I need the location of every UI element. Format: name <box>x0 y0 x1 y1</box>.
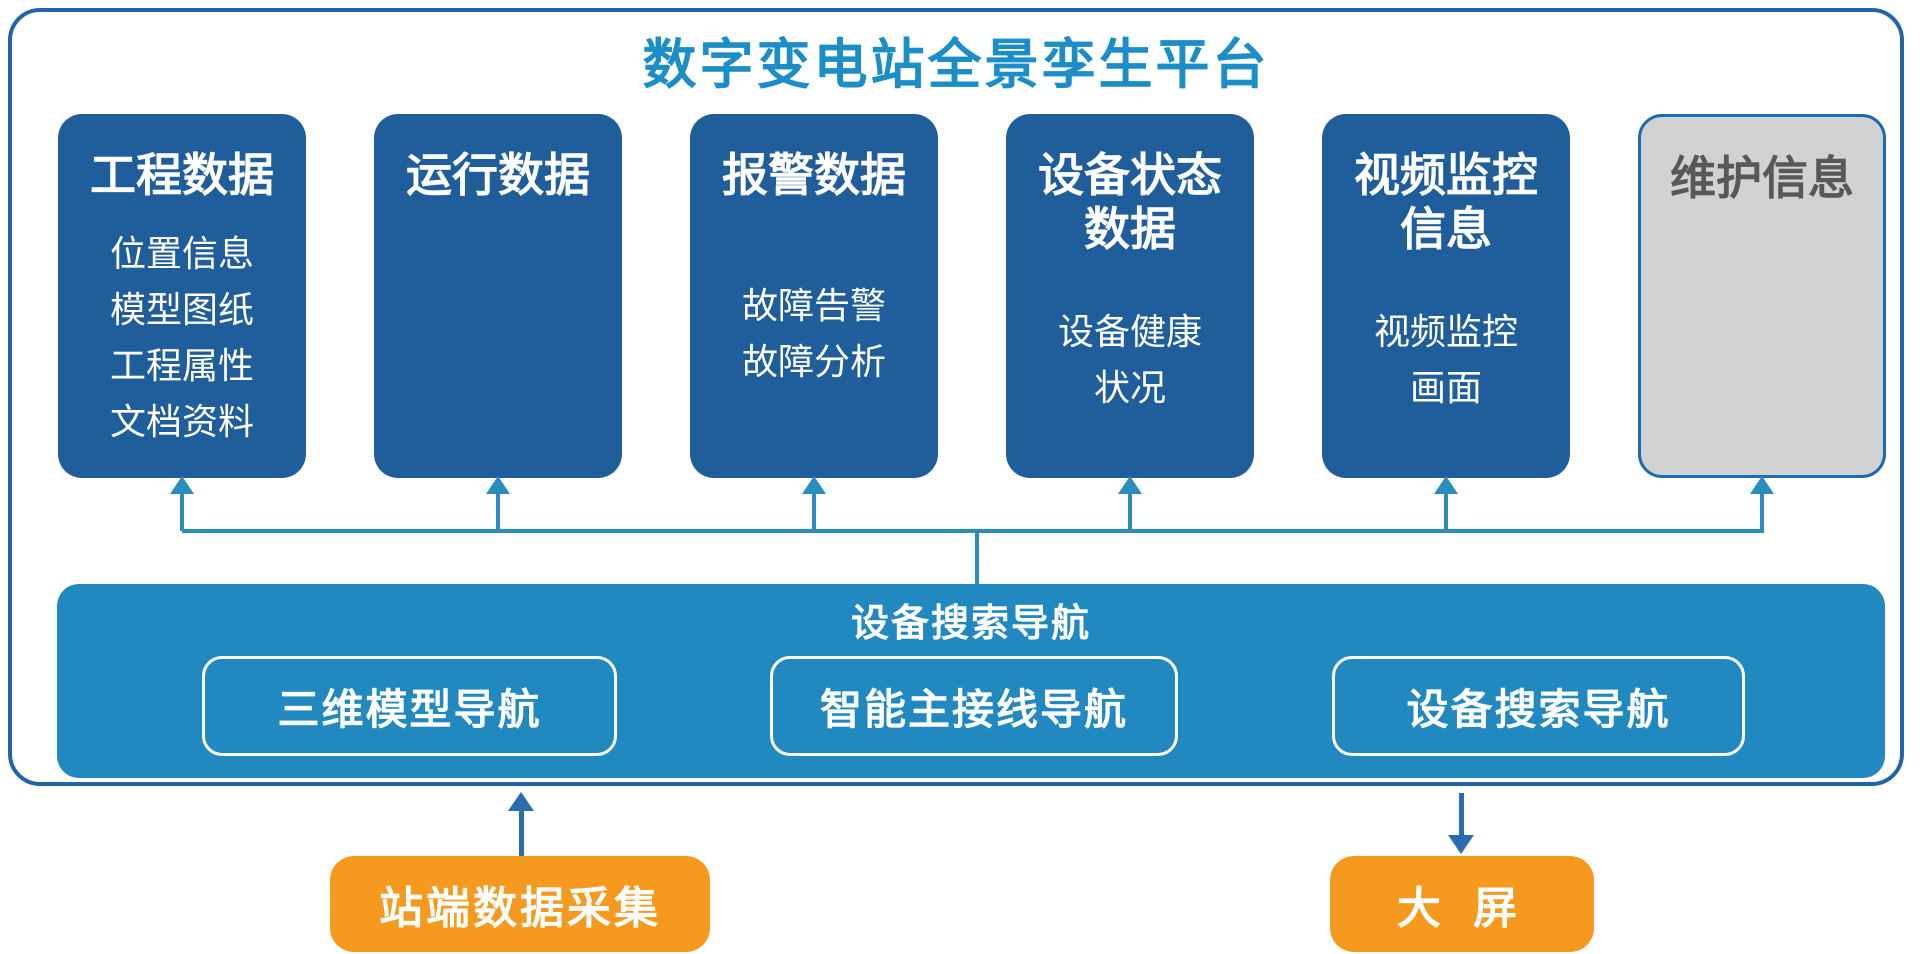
big-screen-node: 大 屏 <box>1330 856 1594 952</box>
platform-title: 数字变电站全景孪生平台 <box>642 35 1270 95</box>
card-items: 位置信息 模型图纸 工程属性 文档资料 <box>58 226 306 450</box>
card-alarm-data: 报警数据 故障告警 故障分析 <box>690 114 938 478</box>
card-item: 设备健康 <box>1057 311 1202 352</box>
arrow-up-icon <box>486 476 510 494</box>
card-title: 维护信息 <box>1670 152 1854 204</box>
connector-stem <box>1760 492 1764 531</box>
card-item: 模型图纸 <box>109 289 254 330</box>
source-arrow-stem <box>519 806 524 856</box>
arrow-up-icon <box>802 476 826 494</box>
card-item: 位置信息 <box>109 233 254 274</box>
nav-button-3d-model[interactable]: 三维模型导航 <box>202 656 617 756</box>
nav-button-smart-main-wiring[interactable]: 智能主接线导航 <box>770 656 1178 756</box>
connector-stem <box>812 492 816 531</box>
arrow-up-icon <box>1118 476 1142 494</box>
arrow-up-icon <box>1750 476 1774 494</box>
station-data-collection-node: 站端数据采集 <box>330 856 710 952</box>
card-item: 工程属性 <box>109 345 254 386</box>
card-title-line: 数据 <box>1084 203 1176 255</box>
device-search-nav-bar: 设备搜索导航 三维模型导航 智能主接线导航 设备搜索导航 <box>57 584 1885 778</box>
card-title: 设备状态 数据 <box>1006 148 1254 256</box>
card-items: 故障告警 故障分析 <box>690 278 938 390</box>
card-title: 报警数据 <box>722 149 906 201</box>
bus-center-stem <box>975 529 979 585</box>
card-title-line: 视频监控 <box>1354 149 1538 201</box>
connector-stem <box>1128 492 1132 531</box>
card-engineering-data: 工程数据 位置信息 模型图纸 工程属性 文档资料 <box>58 114 306 478</box>
nav-button-device-search[interactable]: 设备搜索导航 <box>1332 656 1745 756</box>
card-device-status-data: 设备状态 数据 设备健康 状况 <box>1006 114 1254 478</box>
card-item: 故障告警 <box>741 285 886 326</box>
arrow-down-icon <box>1448 835 1474 854</box>
platform-container: 数字变电站全景孪生平台 工程数据 位置信息 模型图纸 工程属性 文档资料 运行数… <box>8 8 1904 786</box>
nav-bar-title: 设备搜索导航 <box>850 603 1091 645</box>
card-title: 运行数据 <box>406 149 590 201</box>
arrow-up-icon <box>1434 476 1458 494</box>
card-title: 工程数据 <box>90 149 274 201</box>
card-title: 视频监控 信息 <box>1322 148 1570 256</box>
card-title-line: 设备状态 <box>1038 149 1222 201</box>
card-item: 文档资料 <box>109 401 254 442</box>
card-item: 故障分析 <box>741 341 886 382</box>
card-item: 视频监控 <box>1373 311 1518 352</box>
connector-stem <box>1444 492 1448 531</box>
card-items: 视频监控 画面 <box>1322 304 1570 416</box>
arrow-up-icon <box>170 476 194 494</box>
card-title-line: 信息 <box>1400 203 1492 255</box>
screen-arrow-stem <box>1459 793 1464 836</box>
card-item: 画面 <box>1409 367 1482 408</box>
card-item: 状况 <box>1093 367 1166 408</box>
arrow-up-icon <box>508 792 534 811</box>
card-operation-data: 运行数据 <box>374 114 622 478</box>
bus-line <box>182 529 1764 533</box>
connector-stem <box>180 492 184 531</box>
connector-stem <box>496 492 500 531</box>
card-items: 设备健康 状况 <box>1006 304 1254 416</box>
card-maintenance-info: 维护信息 <box>1638 114 1886 478</box>
card-video-surveillance-info: 视频监控 信息 视频监控 画面 <box>1322 114 1570 478</box>
